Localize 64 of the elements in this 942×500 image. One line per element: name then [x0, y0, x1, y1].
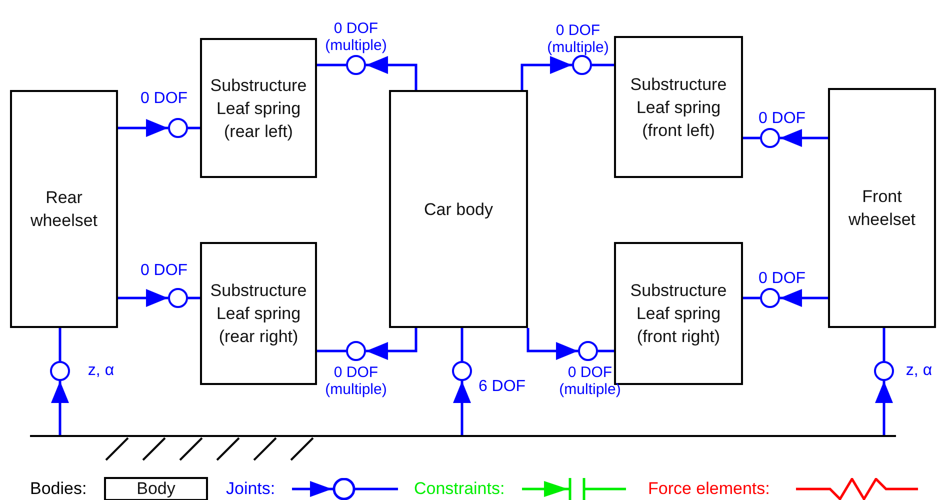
body-box	[10, 90, 118, 328]
body-label: Substructure Leaf spring (rear right)	[209, 280, 308, 348]
joint-circle	[578, 341, 598, 361]
joint-circle	[572, 55, 592, 75]
arrow	[453, 381, 471, 435]
arrow	[875, 381, 893, 435]
connector-line	[188, 296, 200, 300]
connector-line	[598, 350, 614, 352]
body-box	[389, 90, 528, 328]
body-box	[614, 36, 743, 178]
joint-label: z, α	[904, 362, 934, 379]
joint-circle	[50, 361, 70, 381]
joint-circle	[760, 128, 780, 148]
connector-line	[188, 126, 200, 130]
body-box	[200, 38, 317, 178]
connector-line	[58, 328, 62, 361]
connector-line	[592, 64, 614, 66]
joint-label: 0 DOF (multiple)	[546, 22, 610, 56]
joint-circle	[874, 361, 894, 381]
joint-circle	[760, 288, 780, 308]
body-label: Substructure Leaf spring (rear left)	[209, 74, 308, 142]
body-label: Substructure Leaf spring (front right)	[629, 280, 728, 348]
joint-label: 0 DOF (multiple)	[324, 20, 388, 54]
body-label: Substructure Leaf spring (front left)	[629, 74, 728, 142]
arrow	[366, 56, 418, 90]
connector-line	[317, 64, 346, 66]
arrow	[366, 328, 418, 360]
legend-label: Joints:	[226, 479, 276, 499]
body-label: Car body	[424, 198, 493, 220]
body-label: Front wheelset	[847, 186, 917, 231]
joint-label: 6 DOF	[477, 378, 527, 395]
body-box	[828, 88, 936, 328]
arrow	[526, 328, 578, 360]
connector-line	[317, 350, 346, 352]
arrow	[118, 289, 168, 307]
joint-label: 0 DOF	[139, 262, 189, 279]
connector-line	[882, 328, 886, 361]
ground-line	[30, 435, 896, 437]
joint-circle	[346, 55, 366, 75]
body-sample: Body	[104, 477, 208, 500]
legend-label: Bodies:	[30, 479, 87, 499]
joint-circle	[168, 118, 188, 138]
arrow	[51, 381, 69, 435]
connector-line	[743, 136, 760, 140]
joint-label: 0 DOF (multiple)	[324, 364, 388, 398]
joint-label: 0 DOF	[757, 110, 807, 127]
joint-label: z, α	[86, 362, 116, 379]
body-box	[614, 242, 743, 385]
joint-circle	[346, 341, 366, 361]
body-label: Rear wheelset	[29, 187, 99, 232]
connector-line	[460, 328, 464, 361]
arrow	[780, 289, 828, 307]
arrow	[780, 129, 828, 147]
arrow	[520, 56, 572, 90]
arrow	[118, 119, 168, 137]
joint-label: 0 DOF	[139, 90, 189, 107]
body-box	[200, 242, 317, 385]
legend-label: Constraints:	[414, 479, 505, 499]
joint-label: 0 DOF (multiple)	[558, 364, 622, 398]
joint-circle	[452, 361, 472, 381]
legend-label: Force elements:	[648, 479, 770, 499]
connector-line	[743, 296, 760, 300]
joint-label: 0 DOF	[757, 270, 807, 287]
joint-circle	[168, 288, 188, 308]
